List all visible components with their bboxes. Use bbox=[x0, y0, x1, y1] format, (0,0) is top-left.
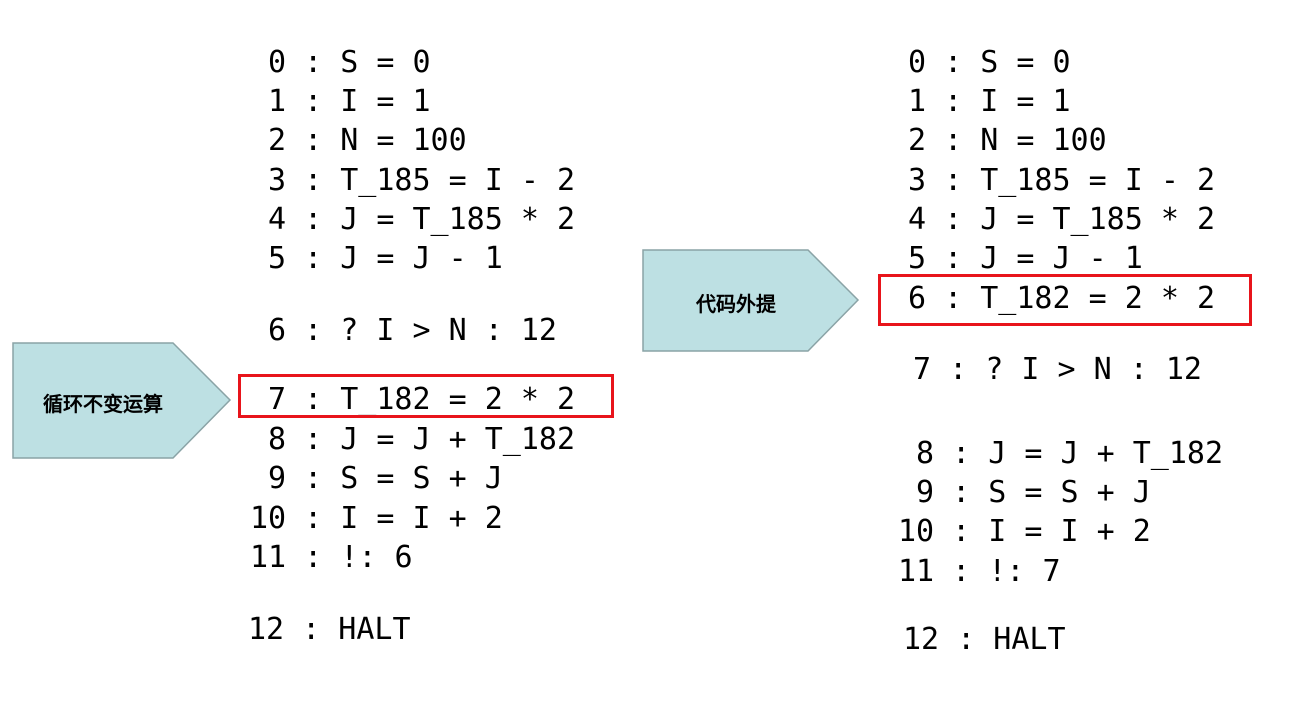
left-code-line-6: 6 : ? I > N : 12 bbox=[268, 313, 557, 348]
right-code-line-1: 1 : I = 1 bbox=[908, 84, 1071, 119]
right-code-line-7: 7 : ? I > N : 12 bbox=[913, 352, 1202, 387]
right-code-line-9: 9 : S = S + J bbox=[916, 475, 1151, 510]
right-code-line-8: 8 : J = J + T_182 bbox=[916, 436, 1224, 471]
right-code-line-12: 12 : HALT bbox=[903, 622, 1066, 657]
right-code-line-10: 10 : I = I + 2 bbox=[898, 514, 1151, 549]
left-code-line-2: 2 : N = 100 bbox=[268, 123, 467, 158]
left-code-line-4: 4 : J = T_185 * 2 bbox=[268, 202, 576, 237]
left-code-line-0: 0 : S = 0 bbox=[268, 45, 431, 80]
left-code-line-11: 11 : !: 6 bbox=[250, 540, 413, 575]
left-code-line-7: 7 : T_182 = 2 * 2 bbox=[268, 382, 576, 417]
left-arrow-shape bbox=[12, 342, 232, 459]
right-arrow-label: 代码外提 bbox=[696, 292, 776, 316]
right-code-line-11: 11 : !: 7 bbox=[898, 554, 1061, 589]
right-highlight-box bbox=[878, 274, 1252, 326]
right-code-line-4: 4 : J = T_185 * 2 bbox=[908, 202, 1216, 237]
right-code-line-6: 6 : T_182 = 2 * 2 bbox=[908, 281, 1216, 316]
left-code-line-12: 12 : HALT bbox=[248, 612, 411, 647]
left-arrow-label: 循环不变运算 bbox=[43, 392, 163, 416]
left-code-line-10: 10 : I = I + 2 bbox=[250, 501, 503, 536]
left-code-line-1: 1 : I = 1 bbox=[268, 84, 431, 119]
right-arrow-shape bbox=[642, 249, 860, 352]
left-code-line-8: 8 : J = J + T_182 bbox=[268, 422, 576, 457]
right-code-line-2: 2 : N = 100 bbox=[908, 123, 1107, 158]
left-code-line-9: 9 : S = S + J bbox=[268, 461, 503, 496]
right-code-line-3: 3 : T_185 = I - 2 bbox=[908, 163, 1216, 198]
left-highlight-box bbox=[238, 374, 614, 418]
left-code-line-5: 5 : J = J - 1 bbox=[268, 241, 503, 276]
right-code-line-5: 5 : J = J - 1 bbox=[908, 241, 1143, 276]
right-code-line-0: 0 : S = 0 bbox=[908, 45, 1071, 80]
left-code-line-3: 3 : T_185 = I - 2 bbox=[268, 163, 576, 198]
